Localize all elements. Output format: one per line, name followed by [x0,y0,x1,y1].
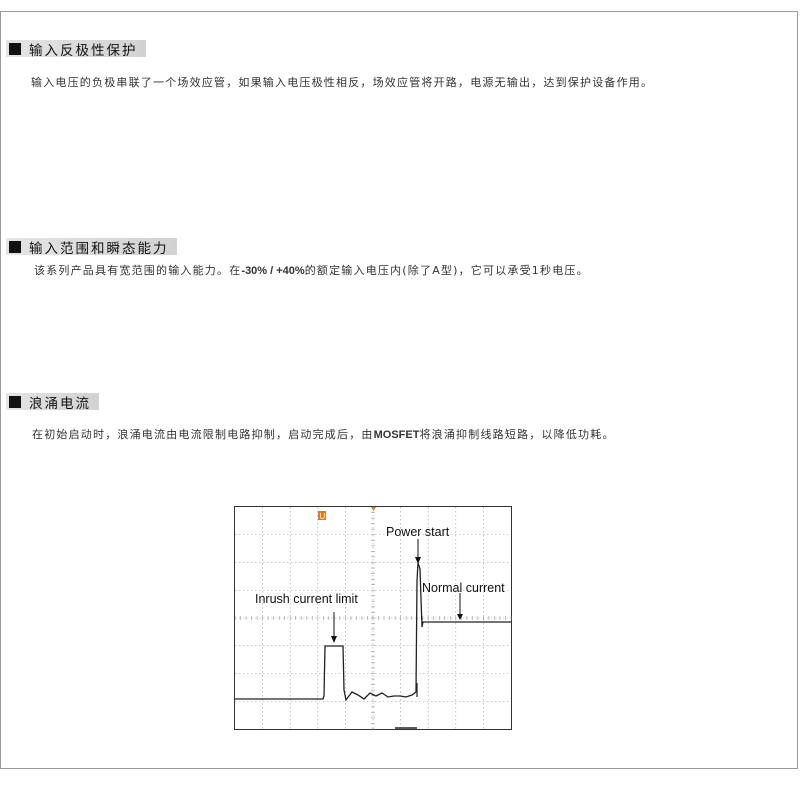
section-title-input-range: 输入范围和瞬态能力 [6,238,177,257]
inrush-arrowhead-icon [331,636,337,643]
current-trace [235,562,511,702]
label-normal-current: Normal current [422,581,505,595]
label-power-start: Power start [386,525,450,539]
text-before: 该系列产品具有宽范围的输入能力。在 [34,264,242,277]
trigger-position-marker [318,511,326,520]
trigger-level-marker-icon [371,507,376,511]
text-before: 在初始启动时，浪涌电流由电流限制电路抑制，启动完成后，由 [32,428,374,441]
trigger-marker-label: U [320,512,326,521]
text-highlight: -30% / +40% [241,265,305,277]
section-text-input-range: 该系列产品具有宽范围的输入能力。在-30% / +40%的额定输入电压内(除了A… [34,262,589,278]
section-title-inrush-current: 浪涌电流 [6,393,99,412]
section-text-inrush-current: 在初始启动时，浪涌电流由电流限制电路抑制，启动完成后，由MOSFET将浪涌抑制线… [32,426,615,442]
section-text-reverse-polarity: 输入电压的负极串联了一个场效应管，如果输入电压极性相反，场效应管将开路，电源无输… [31,74,653,90]
label-inrush-current-limit: Inrush current limit [255,592,358,606]
section-title-text: 浪涌电流 [29,395,91,412]
oscilloscope-capture: Power start Normal current Inrush curren… [234,506,512,730]
bullet-square-icon [9,42,21,55]
oscilloscope-screen: Power start Normal current Inrush curren… [235,507,512,730]
section-title-reverse-polarity: 输入反极性保护 [6,40,146,59]
text-highlight: MOSFET [373,429,420,441]
bullet-square-icon [9,240,21,253]
page-frame [0,11,798,769]
section-title-text: 输入反极性保护 [29,42,138,59]
text-after: 的额定输入电压内(除了A型)，它可以承受1秒电压。 [304,264,589,277]
section-text: 输入电压的负极串联了一个场效应管，如果输入电压极性相反，场效应管将开路，电源无输… [31,76,654,89]
section-title-text: 输入范围和瞬态能力 [29,240,169,257]
normal-current-arrowhead-icon [457,614,463,620]
bullet-square-icon [9,395,21,408]
power-start-arrowhead-icon [415,557,421,564]
scope-grid [235,507,512,730]
text-after: 将浪涌抑制线路短路，以降低功耗。 [419,428,615,441]
